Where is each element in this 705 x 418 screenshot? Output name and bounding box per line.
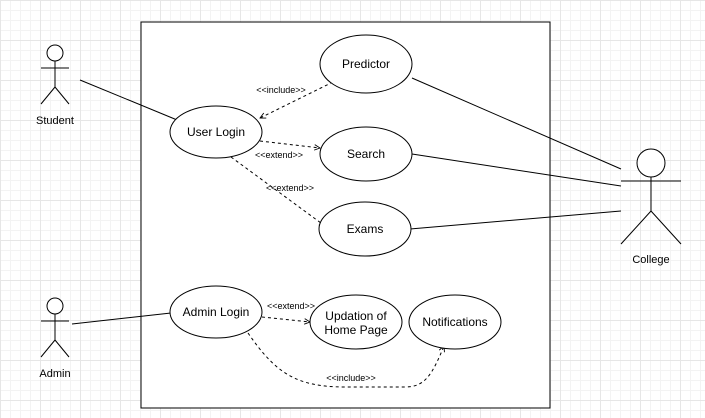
- label-extend-exams: <<extend>>: [266, 183, 314, 193]
- student-head-icon: [46, 44, 64, 62]
- label-extend-updation: <<extend>>: [267, 301, 315, 311]
- actor-college[interactable]: [620, 148, 682, 245]
- dep-extend-updation: [261, 316, 310, 322]
- use-case-predictor-label: Predictor: [342, 57, 390, 71]
- use-case-exams[interactable]: Exams: [318, 201, 412, 257]
- actor-admin-label: Admin: [39, 368, 70, 380]
- use-case-notifications[interactable]: Notifications: [408, 294, 502, 350]
- actor-student[interactable]: [40, 44, 70, 105]
- use-case-search-label: Search: [347, 147, 385, 161]
- college-head-icon: [636, 148, 666, 178]
- admin-head-icon: [46, 297, 64, 315]
- use-case-exams-label: Exams: [347, 222, 384, 236]
- assoc-admin-adminlogin: [71, 312, 172, 325]
- actor-student-label: Student: [36, 115, 74, 127]
- associations: [71, 77, 622, 325]
- actor-admin[interactable]: [40, 297, 70, 358]
- dep-extend-search: [259, 140, 320, 148]
- assoc-college-predictor: [411, 77, 622, 170]
- use-case-admin-login-label: Admin Login: [183, 305, 250, 319]
- assoc-college-exams: [409, 210, 622, 230]
- label-include-notifications: <<include>>: [326, 373, 376, 383]
- use-case-predictor[interactable]: Predictor: [319, 34, 413, 94]
- label-extend-search: <<extend>>: [255, 150, 303, 160]
- use-case-notifications-label: Notifications: [422, 315, 487, 329]
- use-case-updation-home-page[interactable]: Updation of Home Page: [309, 294, 403, 350]
- label-include-predictor: <<include>>: [256, 85, 306, 95]
- use-case-updation-line2: Home Page: [324, 323, 388, 337]
- use-case-search[interactable]: Search: [319, 126, 413, 182]
- use-case-admin-login[interactable]: Admin Login: [169, 285, 263, 339]
- assoc-student-userlogin: [79, 79, 183, 123]
- dependencies: [230, 81, 444, 388]
- assoc-college-search: [411, 153, 622, 187]
- dep-include-predictor: [260, 81, 334, 118]
- actor-college-label: College: [632, 254, 669, 266]
- dep-extend-exams: [230, 156, 325, 226]
- use-case-user-login-label: User Login: [187, 125, 245, 139]
- use-case-updation-line1: Updation of: [325, 309, 387, 323]
- use-case-user-login[interactable]: User Login: [169, 105, 263, 159]
